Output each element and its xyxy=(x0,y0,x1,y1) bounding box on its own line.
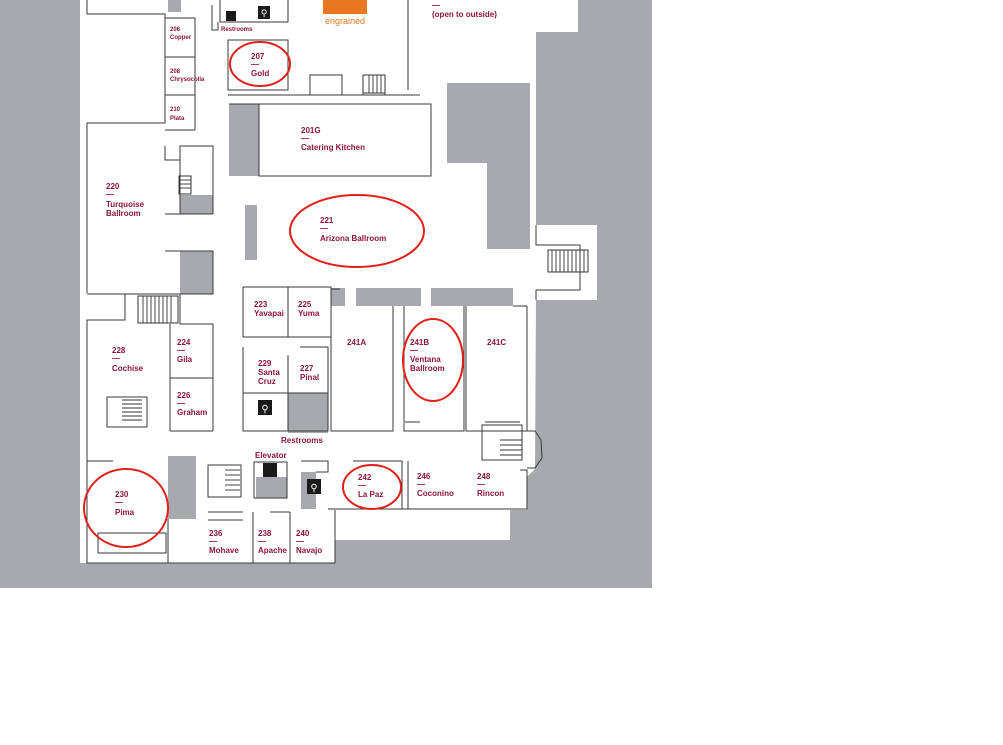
room-207-dash: — xyxy=(251,60,259,69)
stair-mohave xyxy=(225,469,240,491)
restroom-icon-top xyxy=(258,6,270,19)
stairs-icons xyxy=(122,74,589,491)
stair-cochise xyxy=(122,399,142,421)
room-224-dash: — xyxy=(177,346,185,355)
restroom-icons: ⚲ ⚲ ⚲ xyxy=(226,6,321,494)
room-201g-number: 201G xyxy=(301,126,321,135)
room-221-dash: — xyxy=(320,224,328,233)
room-241b-dash: — xyxy=(410,346,418,355)
room-206-number: 206 xyxy=(170,27,181,33)
svg-text:⚲: ⚲ xyxy=(261,404,268,415)
room-242-name: La Paz xyxy=(358,490,383,499)
room-241c-number: 241C xyxy=(487,338,506,347)
stair-top xyxy=(362,74,386,94)
room-207-name: Gold xyxy=(251,69,269,78)
room-240-name: Navajo xyxy=(296,546,322,555)
room-228-dash: — xyxy=(112,354,120,363)
svg-text:⚲: ⚲ xyxy=(310,483,317,494)
room-236-number: 236 xyxy=(209,529,223,538)
elevator-icon-top xyxy=(226,11,236,21)
elevator-icon xyxy=(263,463,277,477)
restroom-icon-center xyxy=(258,400,272,415)
highlight-circles xyxy=(83,41,464,548)
highlight-230 xyxy=(83,468,169,548)
room-246-name: Coconino xyxy=(417,489,454,498)
room-229-name1: Santa xyxy=(258,368,280,377)
room-230-dash: — xyxy=(115,498,123,507)
room-248-name: Rincon xyxy=(477,489,504,498)
room-220-name2: Ballroom xyxy=(106,209,141,218)
room-240-dash: — xyxy=(296,537,304,546)
room-240-number: 240 xyxy=(296,529,310,538)
room-227-name: Pinal xyxy=(300,373,319,382)
stair-bottom-right xyxy=(500,439,522,456)
room-220-dash: — xyxy=(106,190,114,199)
room-226-number: 226 xyxy=(177,391,191,400)
room-210-number: 210 xyxy=(170,107,181,113)
room-230-name: Pima xyxy=(115,508,135,517)
room-208-number: 208 xyxy=(170,69,181,75)
room-224-number: 224 xyxy=(177,338,191,347)
engrained-logo-mark xyxy=(323,0,367,14)
room-238-dash: — xyxy=(258,537,266,546)
room-207-number: 207 xyxy=(251,52,265,61)
svg-text:⚲: ⚲ xyxy=(261,9,268,19)
top-dash: — xyxy=(432,1,440,10)
elevator-label: Elevator xyxy=(255,451,287,460)
stair-right xyxy=(547,249,589,273)
room-236-dash: — xyxy=(209,537,217,546)
room-246-number: 246 xyxy=(417,472,431,481)
room-227-number: 227 xyxy=(300,364,314,373)
room-241a-number: 241A xyxy=(347,338,366,347)
room-241b-name1: Ventana xyxy=(410,355,441,364)
open-to-outside-label: (open to outside) xyxy=(432,10,497,19)
room-248-dash: — xyxy=(477,480,485,489)
building-exterior xyxy=(0,0,652,588)
room-225-name: Yuma xyxy=(298,309,320,318)
room-223-name: Yavapai xyxy=(254,309,284,318)
room-238-number: 238 xyxy=(258,529,272,538)
highlight-221 xyxy=(289,194,425,268)
room-220-name1: Turquoise xyxy=(106,200,145,209)
room-208-name: Chrysocolla xyxy=(170,77,205,83)
room-236-name: Mohave xyxy=(209,546,239,555)
room-labels: 206 Copper 207 — Gold 208 Chrysocolla 21… xyxy=(106,27,506,555)
room-228-name: Cochise xyxy=(112,364,144,373)
room-246-dash: — xyxy=(417,480,425,489)
room-230-number: 230 xyxy=(115,490,129,499)
restrooms-center-label: Restrooms xyxy=(281,436,323,445)
highlight-242 xyxy=(342,464,402,510)
room-221-name: Arizona Ballroom xyxy=(320,234,386,243)
room-220-number: 220 xyxy=(106,182,120,191)
room-225-number: 225 xyxy=(298,300,312,309)
room-210-name: Plata xyxy=(170,116,185,122)
room-223-number: 223 xyxy=(254,300,268,309)
interior-blocks xyxy=(168,0,530,519)
stair-left-upper xyxy=(178,175,192,195)
room-241b-number: 241B xyxy=(410,338,429,347)
room-221-number: 221 xyxy=(320,216,334,225)
stair-left-mid xyxy=(137,295,179,324)
room-242-number: 242 xyxy=(358,473,372,482)
room-201g-dash: — xyxy=(301,134,309,143)
room-242-dash: — xyxy=(358,481,366,490)
room-226-name: Graham xyxy=(177,408,207,417)
room-226-dash: — xyxy=(177,399,185,408)
room-238-name: Apache xyxy=(258,546,287,555)
engrained-logo-text: engrained xyxy=(325,16,365,26)
room-248-number: 248 xyxy=(477,472,491,481)
room-229-number: 229 xyxy=(258,359,272,368)
room-229-name2: Cruz xyxy=(258,377,276,386)
restroom-icon-bottom xyxy=(307,479,321,494)
highlight-207 xyxy=(229,41,291,87)
room-224-name: Gila xyxy=(177,355,193,364)
room-228-number: 228 xyxy=(112,346,126,355)
room-206-name: Copper xyxy=(170,35,192,41)
restrooms-top-label: Restrooms xyxy=(221,27,253,33)
room-201g-name: Catering Kitchen xyxy=(301,143,365,152)
room-241b-name2: Ballroom xyxy=(410,364,445,373)
highlight-241b xyxy=(402,318,464,402)
